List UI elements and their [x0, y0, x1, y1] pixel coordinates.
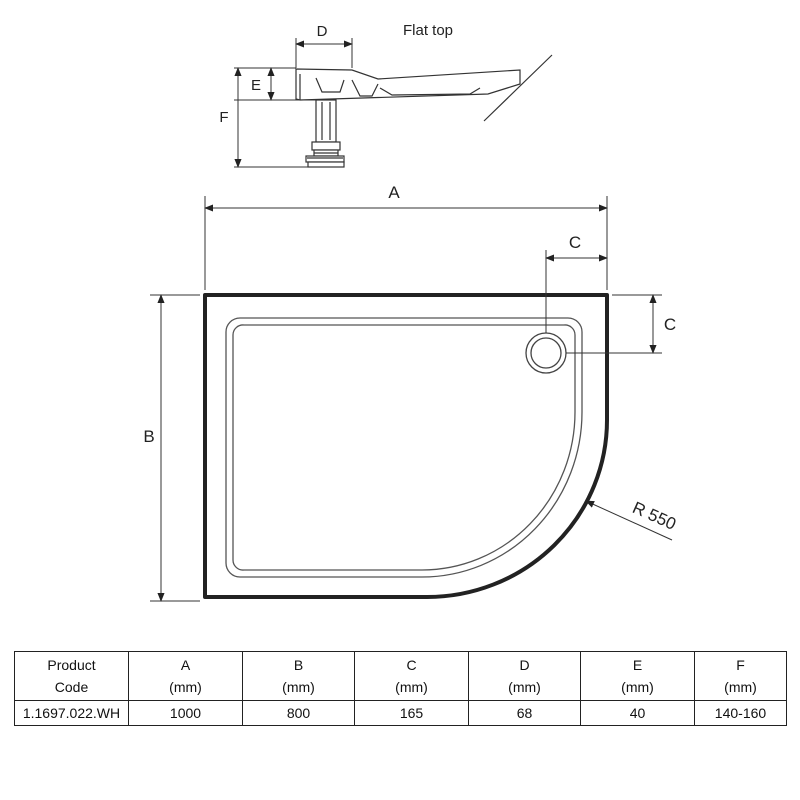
basin-rim-inner [232, 324, 576, 571]
cell-e: 40 [580, 700, 695, 726]
dimension-label-d: D [317, 23, 328, 40]
tray-outline [203, 293, 609, 599]
dimension-label-c-side: C [664, 315, 676, 334]
header-e: E(mm) [580, 651, 695, 701]
cell-a: 1000 [128, 700, 243, 726]
header-d: D(mm) [468, 651, 581, 701]
header-c: C(mm) [354, 651, 469, 701]
cell-d: 68 [468, 700, 581, 726]
dimension-label-e: E [251, 77, 261, 94]
radius-label: R 550 [630, 498, 679, 534]
plan-view [203, 293, 609, 599]
tray-profile [295, 68, 521, 101]
dimension-label-f: F [219, 109, 228, 126]
side-view-dimensions [234, 38, 353, 168]
cell-product-code: 1.1697.022.WH [14, 700, 129, 726]
dimension-label-c-top: C [569, 233, 581, 252]
cell-c: 165 [354, 700, 469, 726]
dimension-label-b: B [143, 427, 154, 446]
header-f: F(mm) [694, 651, 787, 701]
dimension-label-a: A [388, 183, 400, 202]
break-line [483, 54, 553, 122]
cell-f: 140-160 [694, 700, 787, 726]
flat-top-caption: Flat top [403, 22, 453, 39]
basin-rim-outer [225, 317, 583, 578]
support-leg [315, 99, 337, 143]
header-a: A(mm) [128, 651, 243, 701]
technical-drawing: D E F Flat top A C C B R 550 [143, 22, 679, 602]
table-row: 1.1697.022.WH 1000 800 165 68 40 140-160 [14, 700, 787, 726]
plan-view-dimensions [150, 196, 673, 602]
header-b: B(mm) [242, 651, 355, 701]
side-view [295, 54, 553, 168]
waste-outlet-inner [530, 337, 562, 369]
cell-b: 800 [242, 700, 355, 726]
